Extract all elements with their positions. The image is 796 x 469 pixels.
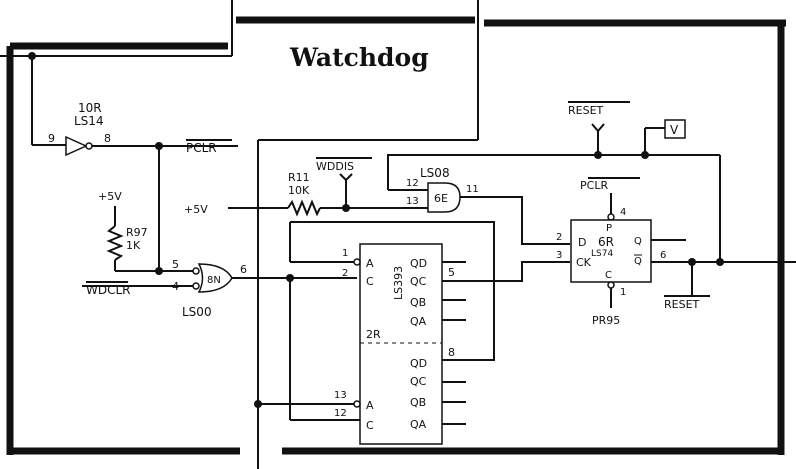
gate-8n-pin-b: 4 xyxy=(172,280,179,293)
and-6e-ref: 6E xyxy=(434,192,448,205)
counter-qd-pin: 8 xyxy=(448,346,455,359)
ff-d: D xyxy=(578,236,586,249)
reset-out-label: RESET xyxy=(664,298,700,311)
counter-qc-bottom: QC xyxy=(410,375,427,388)
v-box-label: V xyxy=(670,123,679,137)
counter-qb-bottom: QB xyxy=(410,396,426,409)
pclr-label: PCLR xyxy=(186,141,217,155)
plus5v-r97: +5V xyxy=(98,190,122,203)
counter-c: C xyxy=(366,275,374,288)
inverter-10r: 10R LS14 9 8 PCLR xyxy=(28,52,238,157)
junction-dot xyxy=(28,52,36,60)
ff-ref: 6R xyxy=(598,235,614,249)
inverter-pin-out: 8 xyxy=(104,132,111,145)
ff-d-pin: 2 xyxy=(556,232,562,243)
counter-lower-ref: 2R xyxy=(366,328,381,341)
counter-a2: A xyxy=(366,399,374,412)
and-6e-pin-out: 11 xyxy=(466,184,479,195)
counter-c2-pin: 12 xyxy=(334,408,347,419)
wddis-label: WDDIS xyxy=(316,160,354,173)
r11-value: 10K xyxy=(288,184,310,197)
gate-8n-part: LS00 xyxy=(182,305,212,319)
counter-c2: C xyxy=(366,419,374,432)
r97-value: 1K xyxy=(126,239,141,252)
counter-qd-bottom: QD xyxy=(410,357,427,370)
reset-top-area: RESET V xyxy=(568,101,686,159)
ff-p: P xyxy=(606,223,612,234)
ff-c: C xyxy=(605,270,612,281)
flipflop-6r: PCLR 4 P D 6R LS74 CK Q Q C 2 3 6 1 PR95… xyxy=(556,155,796,327)
v-box xyxy=(664,119,686,139)
ff-c-pin: 1 xyxy=(620,287,626,298)
counter-c-pin: 2 xyxy=(342,268,348,279)
inverter-bubble xyxy=(85,142,93,150)
ff-qbar-pin: 6 xyxy=(660,250,666,261)
plus5v-r11: +5V xyxy=(184,203,208,216)
inverter-part: LS14 xyxy=(74,114,104,128)
counter-a2-pin: 13 xyxy=(334,390,347,401)
counter-qc-top: QC xyxy=(410,275,427,288)
counter-ls393: LS393 1 2 A C QD QC QB QA 5 2R QD QC QB … xyxy=(254,221,570,445)
and-6e-area: +5V R11 10K WDDIS 6E LS08 12 13 11 xyxy=(184,154,720,245)
nand-8n: WDCLR 8N 5 4 6 LS00 xyxy=(82,258,357,319)
inverter-ref: 10R xyxy=(78,101,102,115)
ff-part: LS74 xyxy=(591,249,613,259)
ff-pclr-label: PCLR xyxy=(580,179,608,192)
title: Watchdog xyxy=(289,43,429,72)
wdclr-label: WDCLR xyxy=(86,283,131,297)
counter-part: LS393 xyxy=(392,266,405,300)
block-border xyxy=(6,16,786,455)
reset-top-label: RESET xyxy=(568,104,604,117)
counter-qa-top: QA xyxy=(410,315,427,328)
counter-qb-top: QB xyxy=(410,296,426,309)
counter-qd-top: QD xyxy=(410,257,427,270)
gate-8n-symbol xyxy=(197,263,233,293)
gate-8n-pin-a: 5 xyxy=(172,258,179,271)
top-wires xyxy=(0,0,479,469)
and-6e-part: LS08 xyxy=(420,166,450,180)
r11-ref: R11 xyxy=(288,171,310,184)
counter-body xyxy=(359,243,443,445)
counter-qa-bottom: QA xyxy=(410,418,427,431)
counter-a: A xyxy=(366,257,374,270)
ff-ck-pin: 3 xyxy=(556,250,562,261)
ff-qbar: Q xyxy=(634,256,642,267)
inverter-pin-in: 9 xyxy=(48,132,55,145)
gate-8n-pin-out: 6 xyxy=(240,263,247,276)
inverter-symbol xyxy=(65,135,88,157)
counter-a-pin: 1 xyxy=(342,248,348,259)
ff-ck: CK xyxy=(576,256,592,269)
counter-qc-pin: 5 xyxy=(448,266,455,279)
r97-ref: R97 xyxy=(126,226,148,239)
ff-p-pin: 4 xyxy=(620,207,626,218)
resistor-r97: +5V R97 1K xyxy=(98,146,193,275)
gate-8n-ref: 8N xyxy=(207,275,221,286)
ff-pr95: PR95 xyxy=(592,314,620,327)
and-6e-pin-a: 12 xyxy=(406,178,419,189)
ff-q: Q xyxy=(634,236,642,247)
and-6e-pin-b: 13 xyxy=(406,196,419,207)
